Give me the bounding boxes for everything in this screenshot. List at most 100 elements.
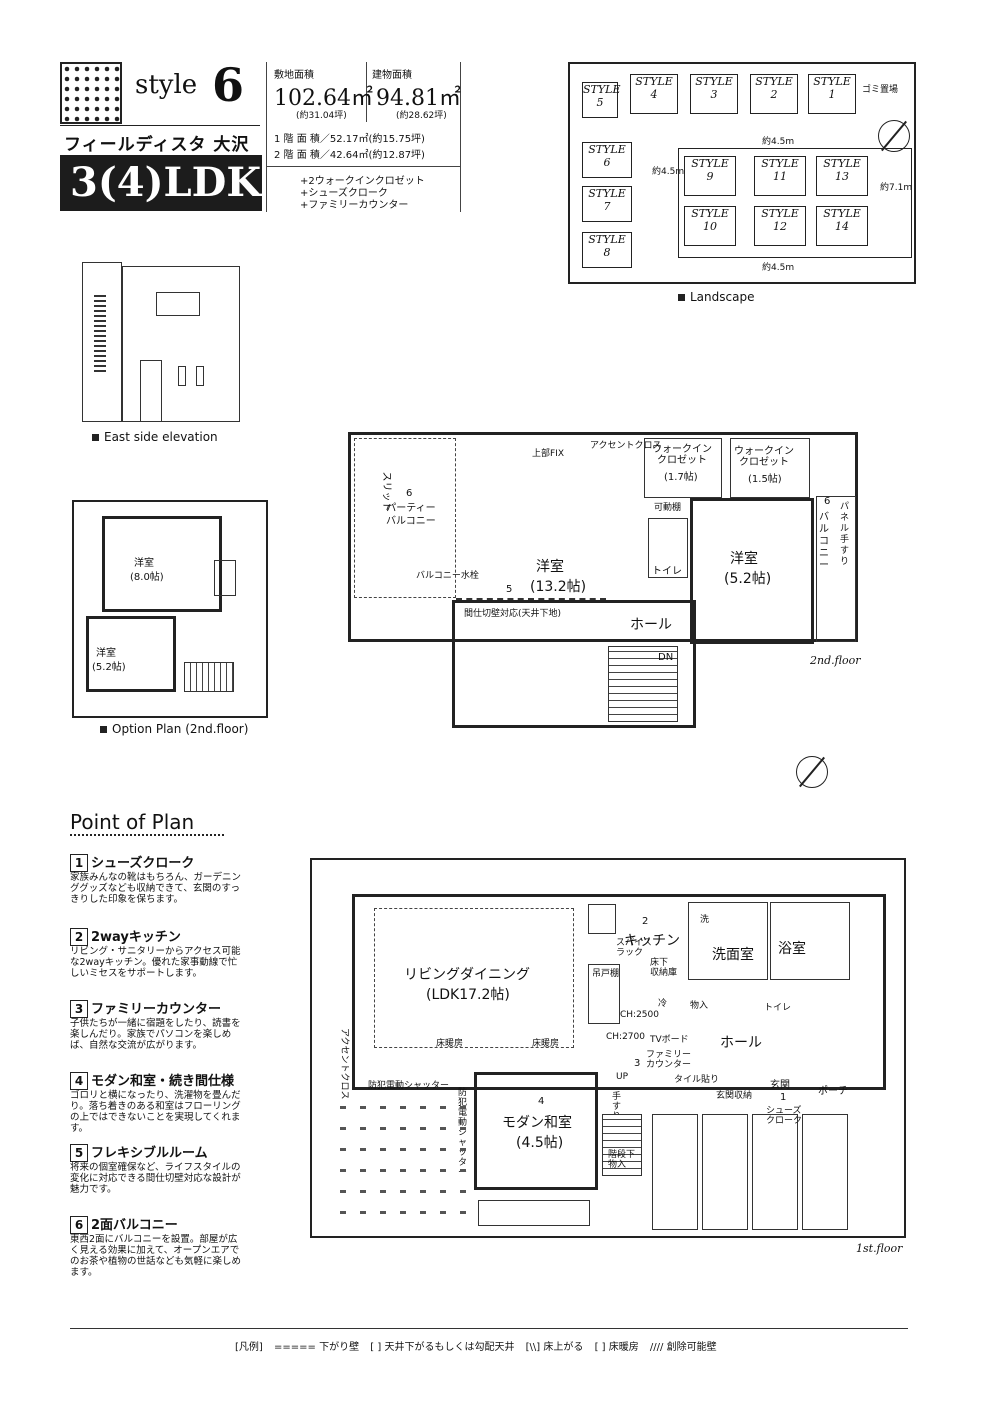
up-label: UP <box>616 1072 629 1082</box>
compass-icon <box>796 756 828 788</box>
point-num: 6 <box>824 496 831 507</box>
point-text: 家族みんなの靴はもちろん、ガーデニンググッズなども収納できて、玄関のすっきりした… <box>70 872 242 905</box>
tv-board: TVボード <box>650 1035 689 1045</box>
japanese-size: (4.5帖) <box>516 1135 564 1151</box>
point-text: 将来の個室確保など、ライフスタイルの変化に対応できる間仕切壁対応な設計が魅力です… <box>70 1162 241 1195</box>
divider <box>460 62 461 212</box>
bath-label: 浴室 <box>778 941 806 957</box>
point-title: フレキシブルルーム <box>91 1146 208 1161</box>
floor1-plan: リビングダイニング (LDK17.2帖) 床暖房 床暖房 アクセントクロス 2 … <box>310 858 906 1238</box>
landscape-caption: Landscape <box>678 290 754 304</box>
road-width: 約7.1m <box>880 183 913 193</box>
porch-label: ポーチ <box>818 1086 848 1097</box>
room-size: (5.2帖) <box>92 662 126 673</box>
point-num: 2 <box>70 928 88 946</box>
site-area-tsubo: (約31.04坪) <box>296 111 347 121</box>
toilet-label: トイレ <box>764 1003 792 1013</box>
point-num: 2 <box>642 916 649 927</box>
point-num: 5 <box>506 584 513 595</box>
shutter-label: 防犯電動シャッター <box>368 1081 450 1091</box>
wic-label: ウォークイン クロゼット <box>734 446 794 468</box>
under-storage: 床下 収納庫 <box>650 958 678 978</box>
legend-item: 床暖房 <box>608 1342 639 1353</box>
building-area-value: 94.81㎡ <box>376 86 461 111</box>
room-label: 洋室 <box>96 648 116 659</box>
point-title: シューズクローク <box>91 856 195 871</box>
entrance-storage: 玄関収納 <box>716 1091 753 1101</box>
accent-cloth: アクセントクロス <box>339 1028 349 1100</box>
room-size: (8.0帖) <box>130 572 164 583</box>
wic-size: (1.5帖) <box>748 474 782 485</box>
road-width: 約4.5m <box>762 137 795 147</box>
japanese-room: モダン和室 <box>502 1115 572 1131</box>
wic-label: ウォークイン クロゼット <box>652 444 712 466</box>
east-elevation-drawing <box>82 262 240 422</box>
option-plan-caption: Option Plan (2nd.floor) <box>100 722 248 736</box>
stair-storage: 階段下 物入 <box>608 1150 636 1170</box>
hall-label: ホール <box>630 617 672 633</box>
brand-logo <box>60 62 122 124</box>
floor-heating: 床暖房 <box>436 1039 464 1049</box>
ceiling-height: CH:2500 <box>620 1010 659 1020</box>
site-area-value: 102.64㎡ <box>274 86 373 111</box>
point-num: 1 <box>70 854 88 872</box>
hall-label: ホール <box>720 1035 762 1051</box>
cupboard: 吊戸棚 <box>592 969 620 979</box>
divider <box>266 166 460 167</box>
floor1-label: 1st.floor <box>856 1242 903 1255</box>
tile-floor: タイル貼り <box>674 1075 720 1085</box>
entrance-label: 玄関 <box>770 1080 790 1091</box>
style-number: 6 <box>212 58 245 112</box>
divider <box>60 125 260 126</box>
road-width: 約4.5m <box>762 263 795 273</box>
compass-icon <box>878 120 910 152</box>
divider <box>366 62 367 122</box>
spice-rack: スパイス ラック <box>616 938 652 958</box>
room-label: 洋室 <box>536 559 564 575</box>
legend-item: 創除可能壁 <box>666 1342 717 1353</box>
floor1-area: 1 階 面 積／52.17㎡(約15.75坪) <box>274 134 425 145</box>
balcony-faucet: バルコニー水栓 <box>416 571 479 581</box>
point-num: 4 <box>538 1096 545 1107</box>
wash-basin: 洗 <box>700 915 710 925</box>
living-size: (LDK17.2帖) <box>426 987 510 1003</box>
shutter-label: 防犯電動シャッター <box>458 1088 468 1178</box>
point-num: 3 <box>70 1000 88 1018</box>
legend-item: 天井下がるもしくは勾配天井 <box>384 1342 515 1353</box>
fix-window: 上部FIX <box>532 449 564 459</box>
family-counter: ファミリー カウンター <box>646 1050 692 1070</box>
partition-label: 間仕切壁対応(天井下地) <box>464 609 562 619</box>
room-size: (13.2帖) <box>530 579 587 595</box>
point-num: 4 <box>70 1072 88 1090</box>
point-num: 6 <box>406 488 413 499</box>
divider <box>70 1328 908 1329</box>
road-width: 約4.5m <box>652 167 685 177</box>
block-outline <box>678 148 912 258</box>
legend-item: 下がり壁 <box>319 1342 360 1353</box>
point-text: 東西2面にバルコニーを設置。部屋が広く見える効果に加えて、オープンエアでのお茶や… <box>70 1234 242 1278</box>
point-num: 5 <box>70 1144 88 1162</box>
ceiling-height: CH:2700 <box>606 1032 645 1042</box>
divider <box>266 62 267 212</box>
floor-heating: 床暖房 <box>532 1039 560 1049</box>
party-balcony: パーティー バルコニー <box>386 503 436 527</box>
washroom-label: 洗面室 <box>712 947 754 963</box>
legend: [凡例] ===== 下がり壁 [ ] 天井下がるもしくは勾配天井 [\\] 床… <box>235 1342 717 1353</box>
room-size: (5.2帖) <box>724 571 772 587</box>
toilet-label: トイレ <box>652 566 682 577</box>
garbage-area: ゴミ置場 <box>862 85 899 95</box>
extra-item: +ファミリーカウンター <box>300 200 409 211</box>
project-name: フィールディスタ 大沢 <box>64 135 250 155</box>
storage-label: 物入 <box>690 1001 709 1011</box>
